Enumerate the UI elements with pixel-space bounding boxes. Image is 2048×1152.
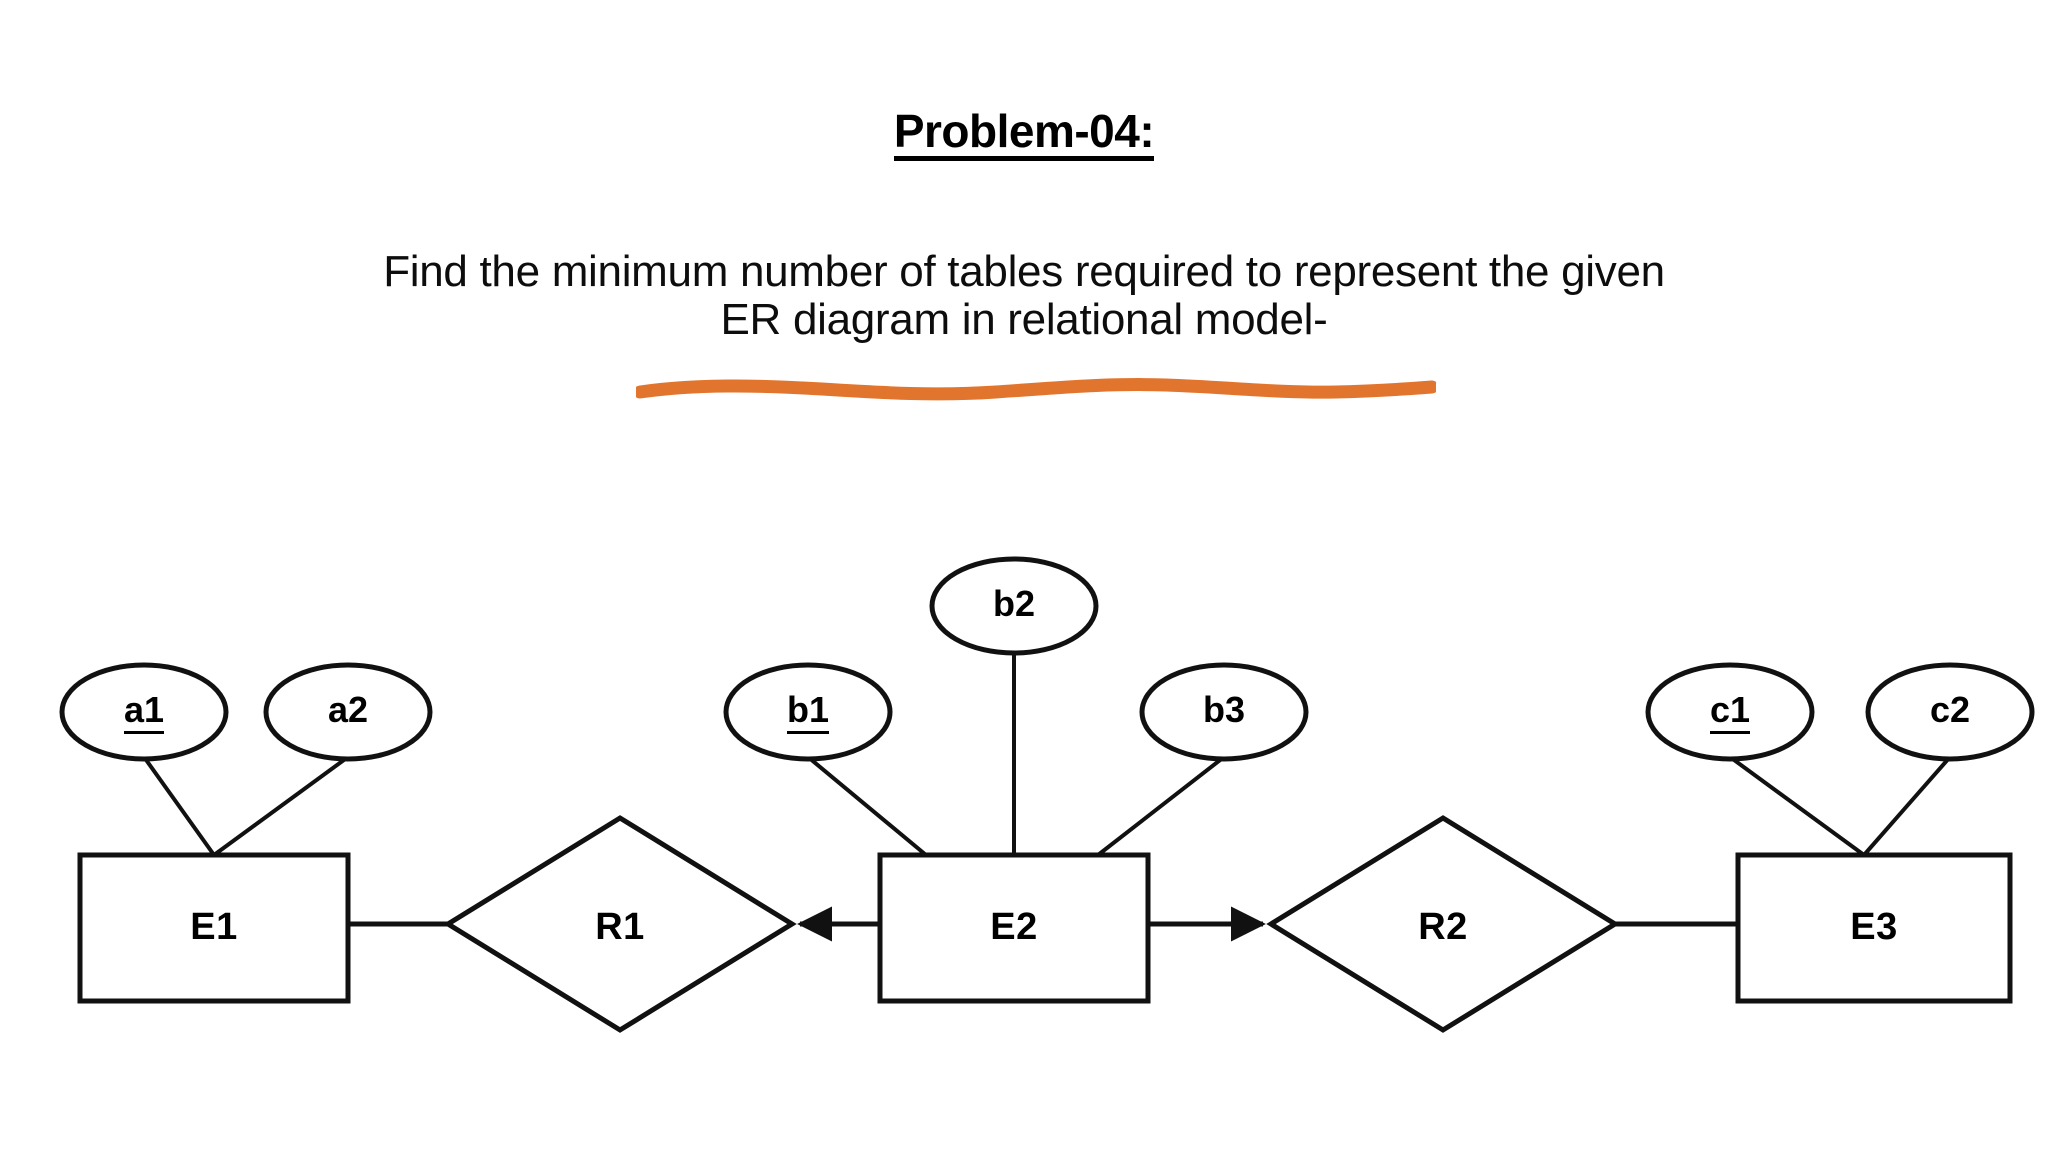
entity-box-e2 xyxy=(877,852,1151,1004)
entity-label-e3: E3 xyxy=(1850,906,1898,948)
edge-c2-e3 xyxy=(1862,755,1952,857)
attribute-text-c2: c2 xyxy=(1929,689,1971,730)
page-title: Problem-04: xyxy=(0,104,2048,161)
attribute-ellipse-c2 xyxy=(1865,662,2035,762)
page-title-text: Problem-04: xyxy=(893,108,1155,161)
entity-box-e1 xyxy=(77,852,351,1004)
attribute-label-b1: b1 xyxy=(728,689,888,734)
entity-label-e1: E1 xyxy=(190,906,238,948)
relationship-diamond-r2 xyxy=(1266,815,1620,1033)
attribute-text-b3: b3 xyxy=(1202,689,1245,730)
attribute-text-c1: c1 xyxy=(1709,689,1751,734)
edge-b1-e2 xyxy=(806,755,928,857)
attribute-label-c2: c2 xyxy=(1870,692,2030,728)
edge-b3-e2 xyxy=(1096,755,1226,857)
attribute-ellipse-c1 xyxy=(1645,662,1815,762)
attribute-label-a2: a2 xyxy=(268,692,428,728)
attribute-label-a1: a1 xyxy=(64,689,224,734)
attribute-text-b1: b1 xyxy=(786,689,829,734)
attribute-label-b3: b3 xyxy=(1144,692,1304,728)
attribute-text-a2: a2 xyxy=(327,689,369,730)
attribute-ellipse-b1 xyxy=(723,662,893,762)
edge-c1-e3 xyxy=(1728,755,1866,857)
relationship-label-r2: R2 xyxy=(1418,906,1468,948)
entity-label-e2: E2 xyxy=(990,906,1038,948)
attribute-ellipse-b2 xyxy=(929,556,1099,656)
relationship-label-r1: R1 xyxy=(595,906,645,948)
attribute-ellipse-a2 xyxy=(263,662,433,762)
attribute-ellipse-a1 xyxy=(59,662,229,762)
attribute-label-b2: b2 xyxy=(934,586,1094,622)
attribute-text-a1: a1 xyxy=(123,689,165,734)
relationship-diamond-r1 xyxy=(443,815,797,1033)
prompt-line-1: Find the minimum number of tables requir… xyxy=(383,247,1665,296)
problem-prompt: Find the minimum number of tables requir… xyxy=(114,248,1934,343)
edge-a2-e1 xyxy=(212,755,350,857)
attribute-label-c1: c1 xyxy=(1650,689,1810,734)
edge-a1-e1 xyxy=(142,755,216,857)
attribute-ellipse-b3 xyxy=(1139,662,1309,762)
attribute-text-b2: b2 xyxy=(992,583,1035,624)
prompt-line-2: ER diagram in relational model- xyxy=(720,294,1328,344)
entity-box-e3 xyxy=(1735,852,2013,1004)
